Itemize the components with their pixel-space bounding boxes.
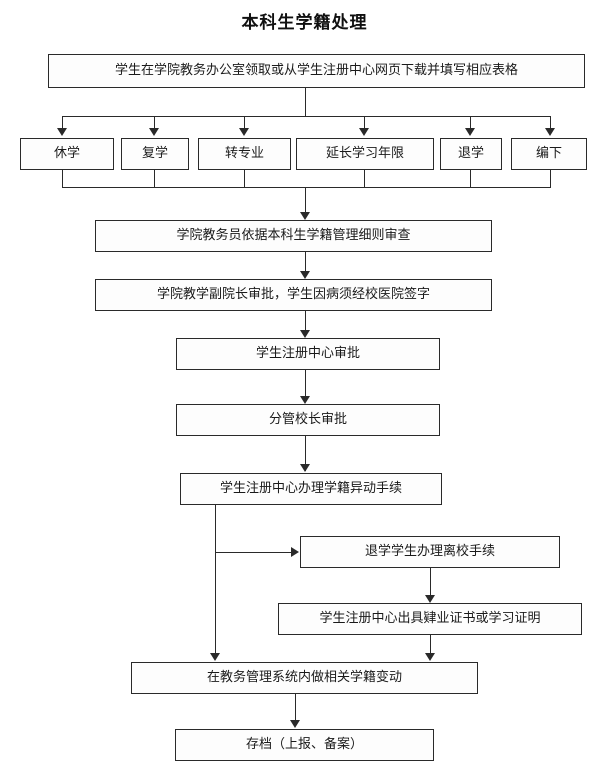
- node-step-review-label: 学院教务员依据本科生学籍管理细则审查: [176, 227, 411, 243]
- node-branch-bianxia-label: 编下: [535, 145, 562, 161]
- connector-change-to-leaving: [215, 552, 292, 553]
- node-branch-yanchang: 延长学习年限: [296, 138, 434, 170]
- connector-drop-branch-3: [244, 116, 245, 129]
- node-step-review: 学院教务员依据本科生学籍管理细则审查: [95, 220, 492, 252]
- connector-drop-branch-6: [550, 116, 551, 129]
- node-side-certificate: 学生注册中心出具肄业证书或学习证明: [278, 603, 582, 635]
- node-start: 学生在学院教务办公室领取或从学生注册中心网页下载并填写相应表格: [48, 54, 585, 88]
- connector-merge-branch-3: [244, 170, 245, 188]
- node-step-change-label: 学生注册中心办理学籍异动手续: [219, 480, 402, 496]
- node-step-registry: 学生注册中心审批: [176, 338, 440, 370]
- connector-certificate-to-system: [430, 635, 431, 657]
- arrow-branch-5: [465, 128, 475, 136]
- connector-system-to-archive: [295, 694, 296, 722]
- connector-review-to-vicedean: [305, 252, 306, 273]
- node-branch-tuixue: 退学: [440, 138, 502, 170]
- connector-merge-branch-2: [154, 170, 155, 188]
- node-side-leaving-label: 退学学生办理离校手续: [364, 543, 495, 559]
- node-branch-xiuxue-label: 休学: [53, 145, 80, 161]
- node-tail-archive-label: 存档（上报、备案）: [245, 736, 363, 752]
- node-side-certificate-label: 学生注册中心出具肄业证书或学习证明: [319, 610, 541, 626]
- node-branch-fuxue-label: 复学: [141, 145, 168, 161]
- arrow-to-vicepres: [300, 396, 310, 404]
- node-tail-system-label: 在教务管理系统内做相关学籍变动: [206, 669, 402, 685]
- node-branch-bianxia: 编下: [511, 138, 587, 170]
- connector-drop-branch-5: [470, 116, 471, 129]
- node-branch-xiuxue: 休学: [20, 138, 114, 170]
- connector-merge-branch-5: [470, 170, 471, 188]
- arrow-change-to-system: [210, 653, 220, 661]
- node-step-registry-label: 学生注册中心审批: [255, 345, 360, 361]
- arrow-to-change: [300, 464, 310, 472]
- connector-merge-branch-6: [550, 170, 551, 188]
- connector-vicepres-to-change: [305, 436, 306, 471]
- arrow-branch-3: [239, 128, 249, 136]
- arrow-branch-4: [359, 128, 369, 136]
- connector-branch-bus-bottom: [62, 187, 550, 188]
- connector-start-stem: [305, 88, 306, 116]
- arrow-to-vicedean: [300, 271, 310, 279]
- node-step-vicedean-label: 学院教学副院长审批，学生因病须经校医院签字: [156, 286, 430, 302]
- node-branch-fuxue: 复学: [121, 138, 189, 170]
- node-branch-yanchang-label: 延长学习年限: [325, 145, 404, 161]
- connector-drop-branch-2: [154, 116, 155, 129]
- arrow-certificate-to-system: [425, 653, 435, 661]
- connector-branch-bus-top: [62, 116, 550, 117]
- node-step-vicedean: 学院教学副院长审批，学生因病须经校医院签字: [95, 279, 492, 311]
- node-step-vicepresident-label: 分管校长审批: [268, 411, 347, 427]
- node-tail-system: 在教务管理系统内做相关学籍变动: [131, 662, 478, 694]
- connector-registry-to-vicepres: [305, 370, 306, 398]
- node-side-leaving: 退学学生办理离校手续: [300, 536, 560, 568]
- node-branch-zhuanzhuanye-label: 转专业: [224, 145, 264, 161]
- connector-change-spine: [215, 505, 216, 655]
- arrow-to-certificate: [425, 595, 435, 603]
- connector-merge-branch-4: [364, 170, 365, 188]
- arrow-branch-2: [149, 128, 159, 136]
- connector-merge-stem: [305, 187, 306, 214]
- arrow-branch-6: [545, 128, 555, 136]
- connector-leaving-to-certificate: [430, 568, 431, 597]
- arrow-branch-1: [57, 128, 67, 136]
- node-step-vicepresident: 分管校长审批: [176, 404, 440, 436]
- connector-vicedean-to-registry: [305, 311, 306, 333]
- connector-drop-branch-4: [364, 116, 365, 129]
- arrow-to-review: [300, 212, 310, 220]
- node-branch-zhuanzhuanye: 转专业: [198, 138, 291, 170]
- connector-drop-branch-1: [62, 116, 63, 129]
- node-start-label: 学生在学院教务办公室领取或从学生注册中心网页下载并填写相应表格: [114, 62, 518, 78]
- arrow-to-leaving: [291, 547, 299, 557]
- node-step-change: 学生注册中心办理学籍异动手续: [180, 473, 442, 505]
- connector-merge-branch-1: [62, 170, 63, 188]
- node-tail-archive: 存档（上报、备案）: [175, 729, 434, 761]
- page-title: 本科生学籍处理: [241, 13, 368, 33]
- arrow-to-registry: [300, 330, 310, 338]
- arrow-to-archive: [290, 720, 300, 728]
- node-branch-tuixue-label: 退学: [457, 145, 484, 161]
